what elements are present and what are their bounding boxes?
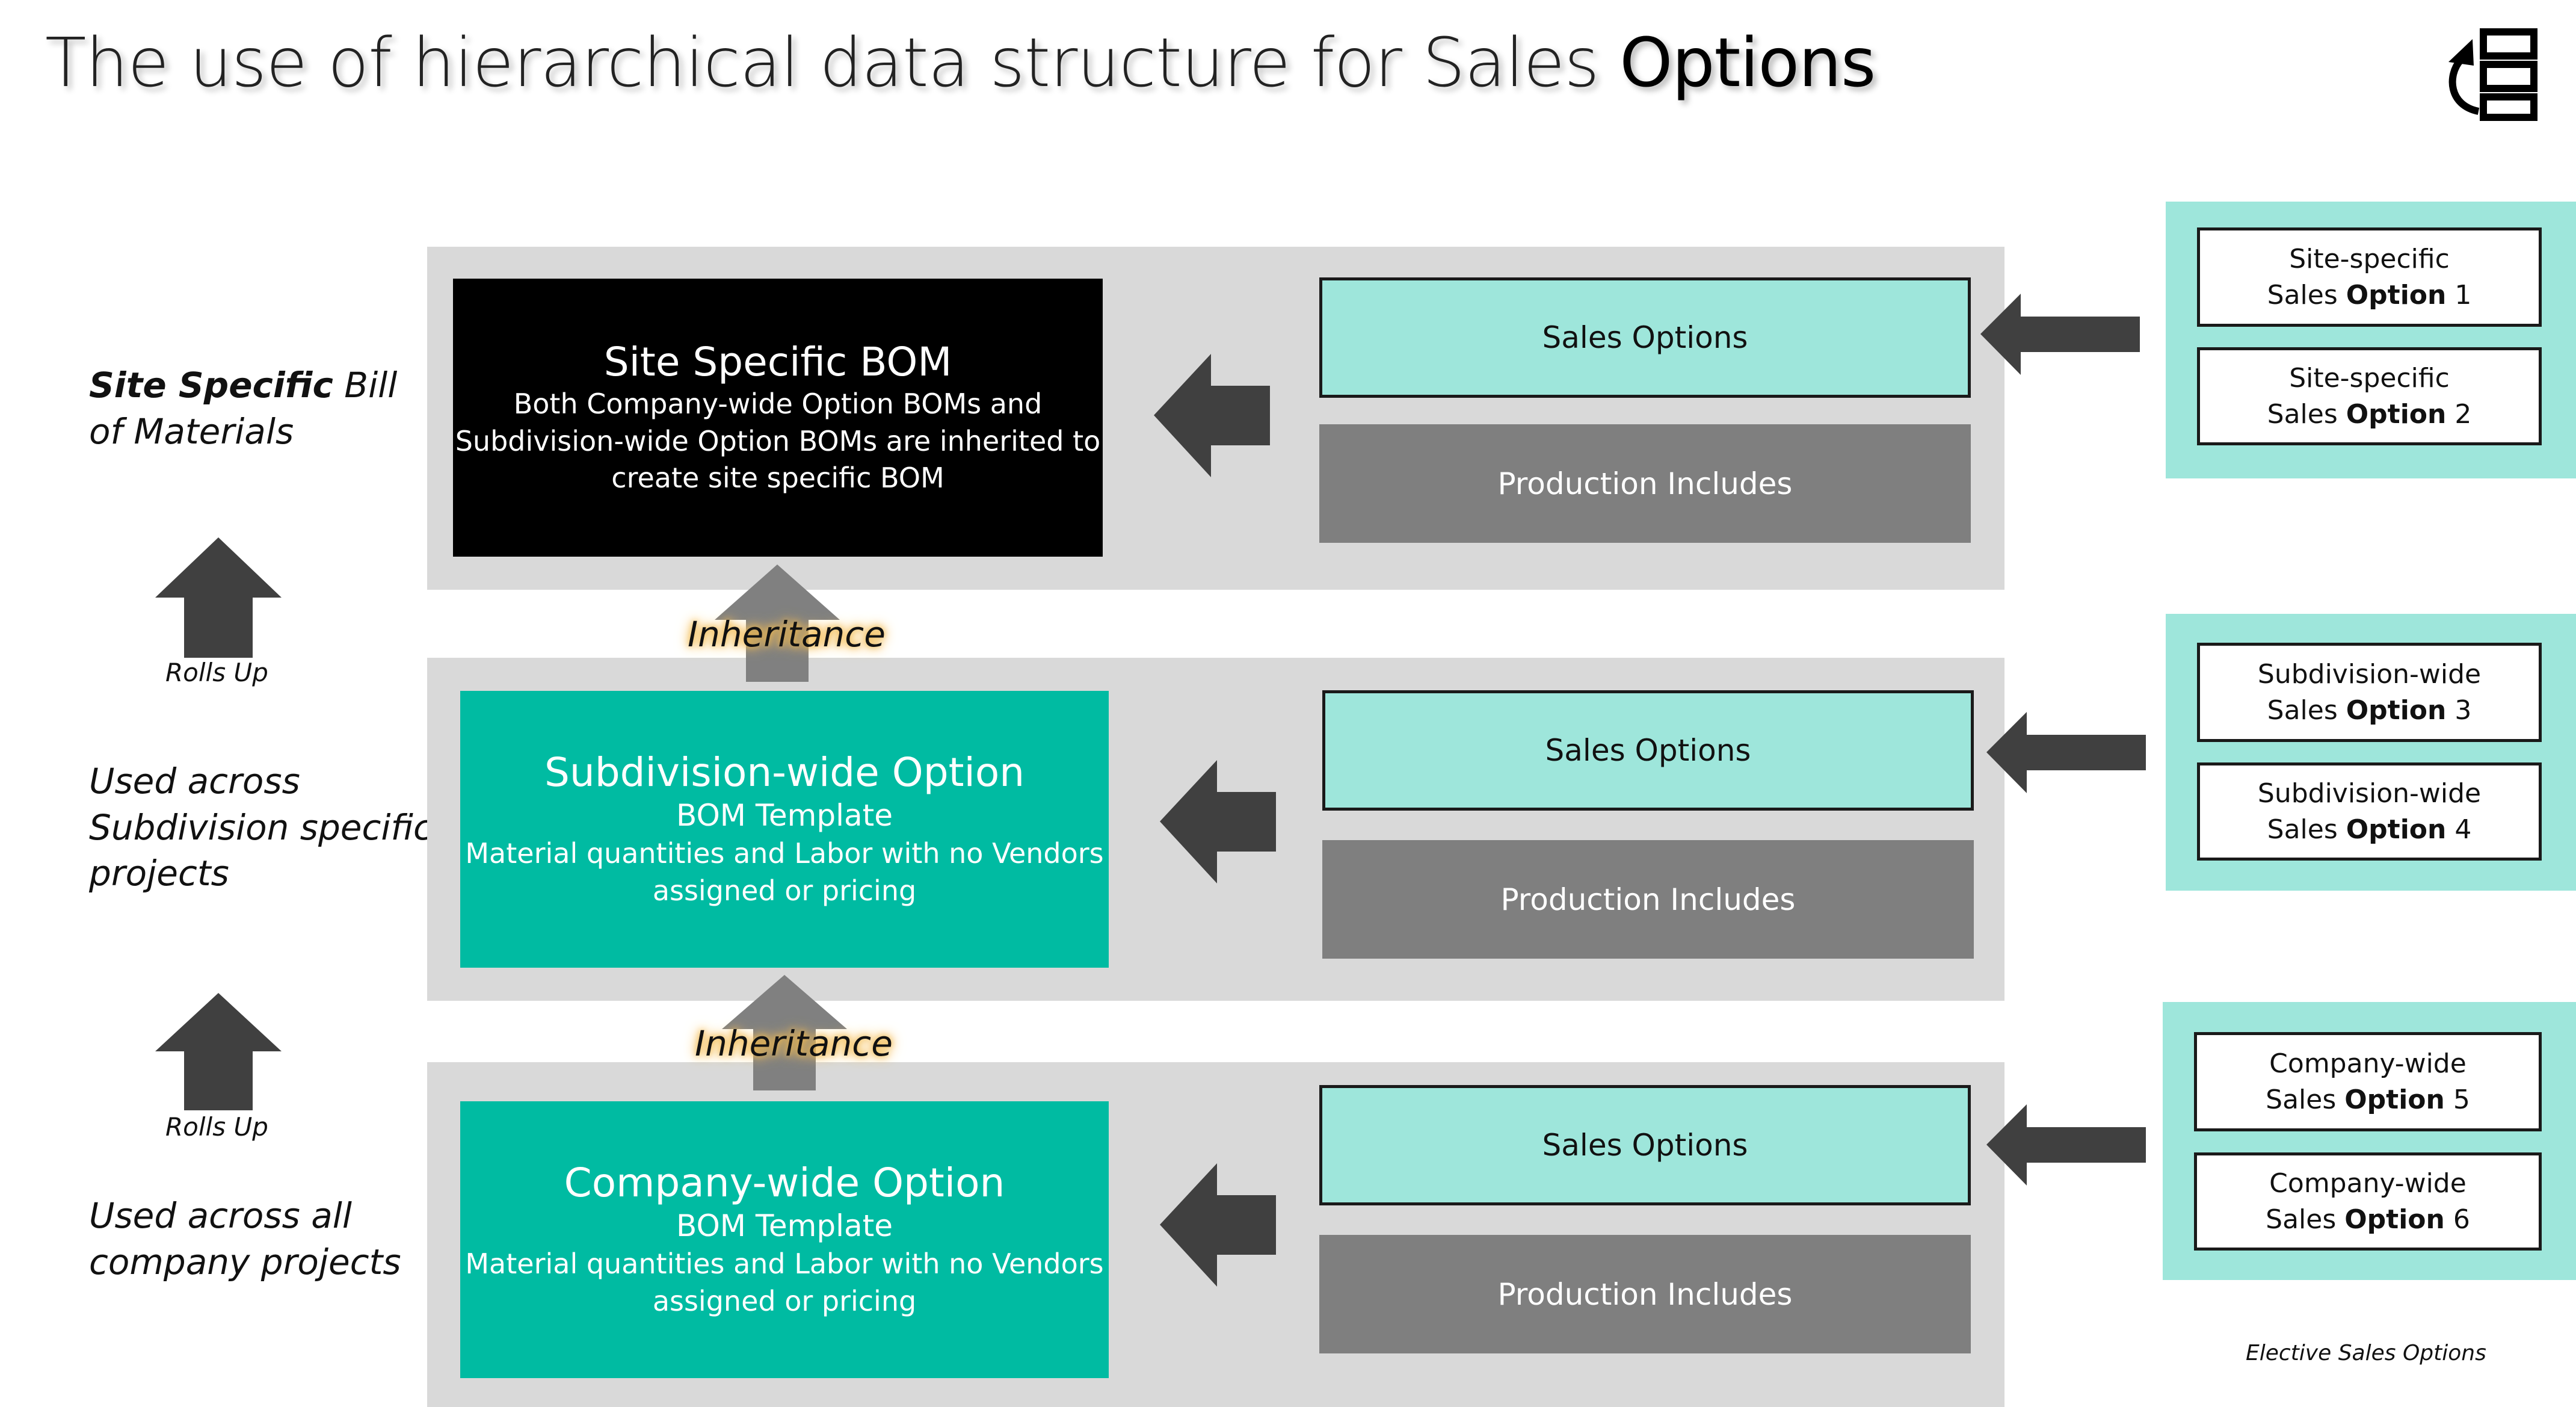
site-sales-option-1: Site-specific Sales Option 1 — [2197, 227, 2542, 327]
site-bom-side-label: Site Specific Bill of Materials — [89, 365, 398, 452]
subdivision-sales-options-box: Sales Options — [1322, 690, 1974, 811]
page-title: The use of hierarchical data structure f… — [45, 24, 1876, 102]
company-options-arrow — [1986, 1104, 2146, 1186]
rolls-up-arrow-top — [155, 537, 282, 658]
subdivision-options-arrow — [1986, 712, 2146, 793]
site-sales-options-box: Sales Options — [1319, 277, 1971, 398]
site-production-includes-box: Production Includes — [1319, 424, 1971, 543]
subdivision-production-includes-box: Production Includes — [1322, 840, 1974, 959]
logo-icon — [2436, 27, 2545, 123]
site-options-arrow — [1980, 294, 2140, 375]
inheritance-up-arrow-top — [715, 564, 840, 682]
rolls-up-label-bottom: Rolls Up — [165, 1112, 268, 1142]
inheritance-up-arrow-bottom — [722, 975, 847, 1090]
site-inherit-left-arrow — [1154, 354, 1270, 477]
subdivision-bom-template-box: Subdivision-wide Option BOM Template Mat… — [460, 691, 1109, 968]
inheritance-label-top: Inheritance — [688, 614, 886, 655]
company-bom-template-box: Company-wide Option BOM Template Materia… — [460, 1101, 1109, 1378]
elective-sales-options-label: Elective Sales Options — [2246, 1341, 2486, 1365]
company-sales-options-box: Sales Options — [1319, 1085, 1971, 1205]
rolls-up-label-top: Rolls Up — [165, 658, 268, 687]
site-sales-option-2: Site-specific Sales Option 2 — [2197, 347, 2542, 445]
subdivision-inherit-left-arrow — [1160, 760, 1276, 883]
subdivision-sales-option-3: Subdivision-wide Sales Option 3 — [2197, 643, 2542, 742]
site-specific-bom-box: Site Specific BOM Both Company-wide Opti… — [453, 279, 1103, 557]
inheritance-label-bottom: Inheritance — [695, 1023, 893, 1064]
company-side-label: Used across all company projects — [89, 1195, 401, 1282]
company-inherit-left-arrow — [1160, 1163, 1276, 1287]
company-sales-option-6: Company-wide Sales Option 6 — [2194, 1152, 2542, 1251]
subdivision-side-label: Used across Subdivision specific project… — [89, 761, 433, 894]
company-production-includes-box: Production Includes — [1319, 1235, 1971, 1353]
rolls-up-arrow-bottom — [155, 993, 282, 1110]
subdivision-sales-option-4: Subdivision-wide Sales Option 4 — [2197, 762, 2542, 861]
company-sales-option-5: Company-wide Sales Option 5 — [2194, 1032, 2542, 1131]
